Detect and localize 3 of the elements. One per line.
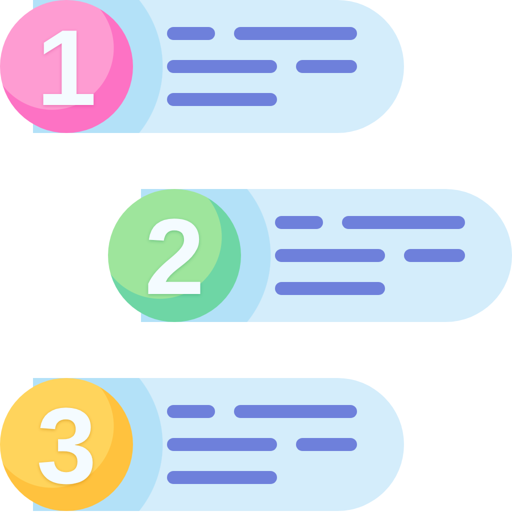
step-number: 1: [36, 14, 97, 122]
step-number: 3: [36, 392, 97, 500]
step-number: 2: [144, 202, 205, 310]
